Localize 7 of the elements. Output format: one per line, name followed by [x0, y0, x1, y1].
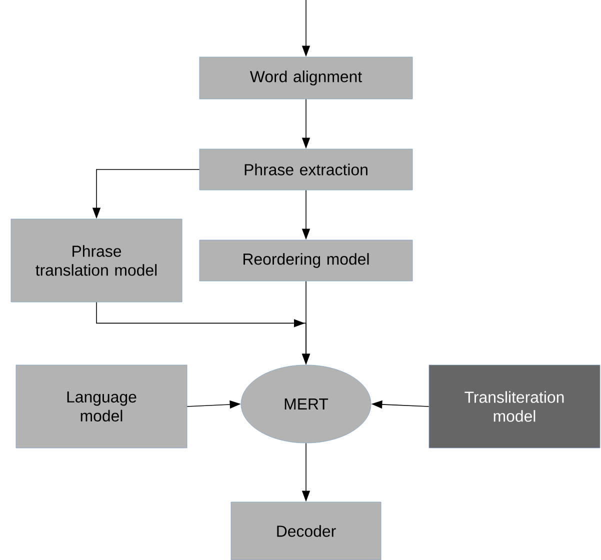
process-box: Phrase translation model — [10, 218, 182, 302]
process-box: Word alignment — [199, 56, 413, 100]
process-box: Language model — [16, 364, 188, 448]
process-box: Reordering model — [199, 240, 413, 282]
process-box: Decoder — [230, 502, 382, 560]
process-box: Transliteration model — [428, 364, 600, 448]
process-box: Phrase extraction — [199, 148, 413, 190]
